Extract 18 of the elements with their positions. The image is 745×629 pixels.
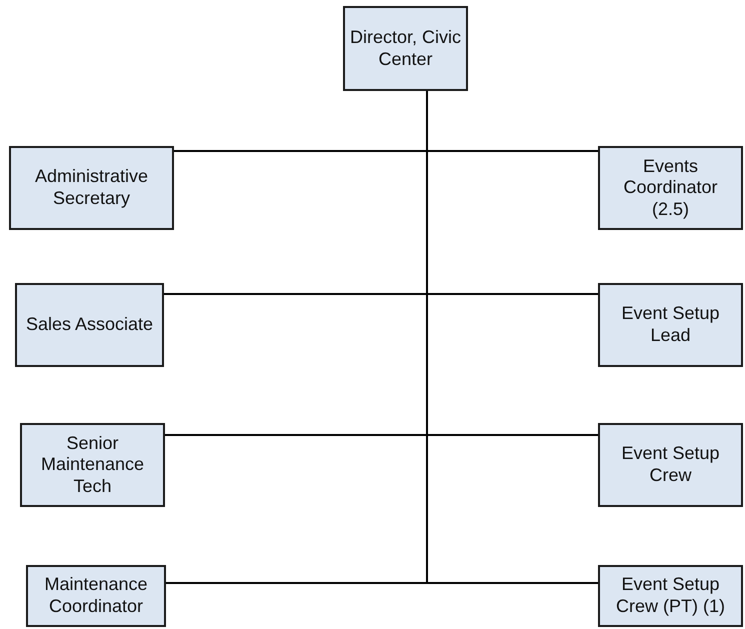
- position-box: [343, 6, 468, 91]
- position-title: Senior Maintenance Tech: [40, 432, 146, 498]
- position-title: Director, Civic Center: [349, 26, 462, 70]
- position-title: Event Setup Lead: [620, 303, 721, 347]
- position-box: [15, 283, 164, 367]
- position-box: [598, 565, 743, 627]
- position-title: Event Setup Crew (PT) (1): [615, 574, 726, 618]
- position-box: [20, 423, 165, 507]
- position-box: [9, 146, 174, 230]
- position-title: Sales Associate: [26, 314, 154, 336]
- position-title: Event Setup Crew: [620, 443, 721, 487]
- position-box: [598, 423, 743, 507]
- position-title: Administrative Secretary: [34, 166, 150, 210]
- position-title: Events Coordinator (2.5): [622, 156, 719, 220]
- position-title: Maintenance Coordinator: [43, 574, 149, 618]
- position-box: [598, 283, 743, 367]
- position-box: [598, 146, 743, 230]
- position-box: [26, 565, 166, 627]
